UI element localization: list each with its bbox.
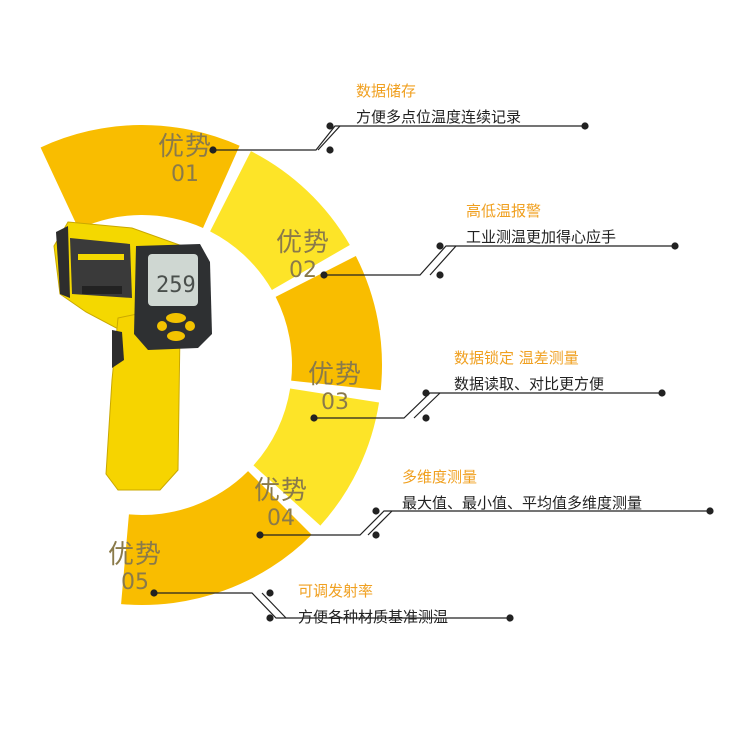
- feature-title: 多维度测量: [402, 468, 478, 486]
- feature-description: 方便各种材质基准测温: [298, 608, 449, 626]
- feature-title: 高低温报警: [466, 202, 542, 220]
- thermometer-gun-illustration: 259: [53, 221, 212, 491]
- ring-segment-1: [40, 124, 240, 230]
- segment-label-01: 优势 01: [140, 134, 230, 186]
- feature-title: 可调发射率: [298, 582, 374, 600]
- feature-description: 工业测温更加得心应手: [466, 228, 617, 246]
- feature-title: 数据锁定 温差测量: [454, 349, 579, 367]
- ring-segment-4: [253, 388, 380, 526]
- display-reading: 259: [156, 273, 196, 298]
- segment-label-04: 优势 04: [236, 478, 326, 530]
- feature-description: 最大值、最小值、平均值多维度测量: [402, 494, 643, 512]
- feature-2: 高低温报警 工业测温更加得心应手: [466, 200, 616, 247]
- segment-word: 优势: [157, 132, 212, 162]
- segment-label-05: 优势 05: [90, 542, 180, 594]
- segment-number: 01: [171, 162, 199, 187]
- feature-1: 数据储存 方便多点位温度连续记录: [356, 80, 521, 127]
- segment-number: 03: [321, 390, 349, 415]
- segment-word: 优势: [275, 228, 330, 258]
- feature-4: 多维度测量 最大值、最小值、平均值多维度测量: [402, 466, 642, 513]
- feature-description: 方便多点位温度连续记录: [356, 108, 522, 126]
- ring-segment-2: [210, 151, 350, 290]
- segment-label-03: 优势 03: [290, 362, 380, 414]
- segment-number: 04: [267, 506, 295, 531]
- segment-word: 优势: [307, 360, 362, 390]
- segment-number: 02: [289, 258, 317, 283]
- feature-title: 数据储存: [356, 82, 417, 100]
- segment-label-02: 优势 02: [258, 230, 348, 282]
- segment-word: 优势: [253, 476, 308, 506]
- segment-number: 05: [121, 570, 149, 595]
- feature-description: 数据读取、对比更方便: [454, 375, 605, 393]
- ring-segment-3: [275, 256, 382, 391]
- ring-segment-5: [121, 471, 312, 605]
- segment-word: 优势: [107, 540, 162, 570]
- feature-5: 可调发射率 方便各种材质基准测温: [298, 580, 448, 627]
- feature-3: 数据锁定 温差测量 数据读取、对比更方便: [454, 347, 604, 394]
